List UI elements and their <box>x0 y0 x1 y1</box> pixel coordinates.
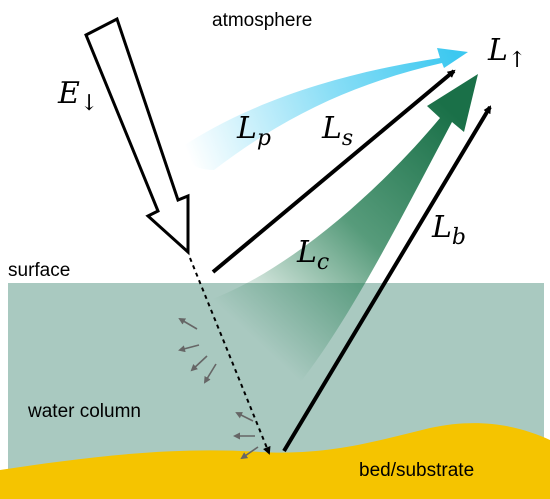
incident-irradiance-arrow <box>84 16 190 256</box>
l-up-symbol: L↑ <box>487 33 526 73</box>
bed-substrate-label: bed/substrate <box>359 460 474 481</box>
bed-substrate-region <box>0 423 550 499</box>
scatter-arrow <box>178 317 198 330</box>
atmosphere-label: atmosphere <box>212 10 312 31</box>
scatter-arrow <box>235 412 254 422</box>
surface-reflected-arrow <box>211 69 456 274</box>
scatter-arrow <box>203 363 217 384</box>
surface-label: surface <box>8 260 70 281</box>
l-b-symbol: Lb <box>431 210 466 250</box>
water-column-label: water column <box>27 401 141 422</box>
bottom-radiance-arrow <box>282 105 492 453</box>
refracted-path-line <box>189 257 271 455</box>
water-column-radiance-band <box>210 74 478 395</box>
scatter-arrow <box>190 355 208 372</box>
l-p-symbol: Lp <box>236 111 271 151</box>
l-s-symbol: Ls <box>321 111 353 151</box>
scatter-arrow <box>178 344 200 353</box>
path-radiance-band <box>180 48 468 170</box>
l-c-symbol: Lc <box>296 235 329 275</box>
e-down-symbol: E↓ <box>57 76 98 116</box>
scatter-arrow <box>240 446 259 460</box>
